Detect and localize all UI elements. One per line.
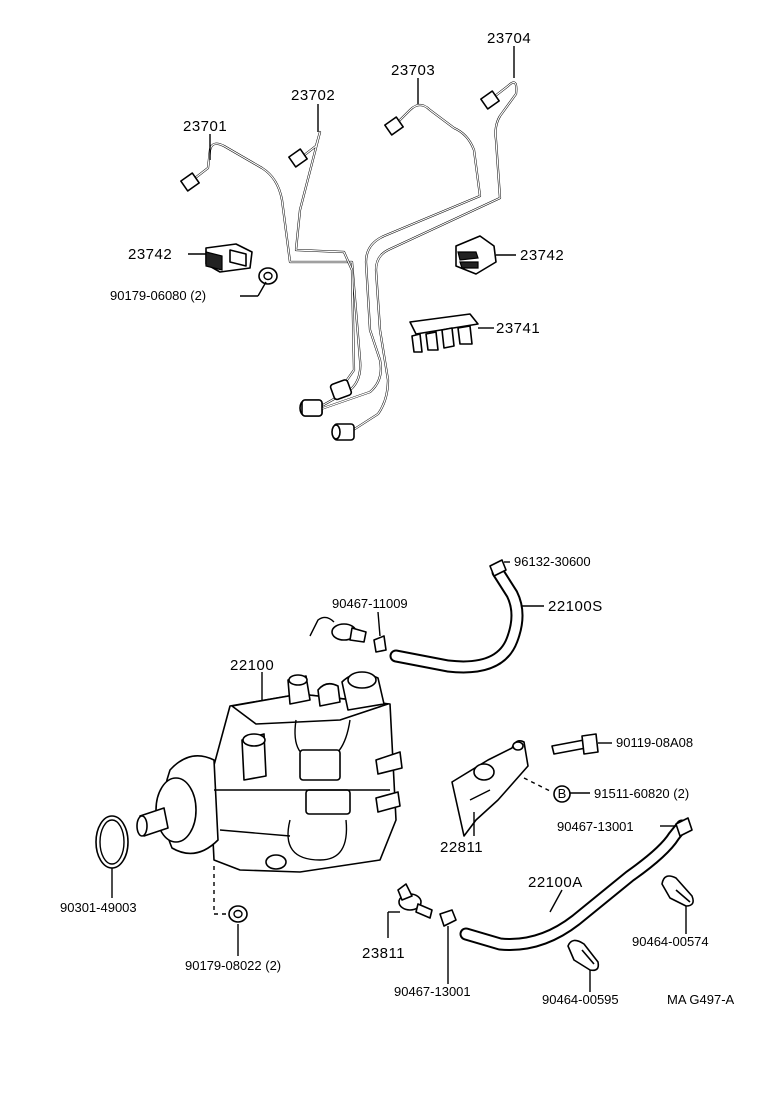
pipe-clamp-23741 xyxy=(409,313,479,353)
clip-90467-13001-lower xyxy=(439,909,457,927)
fuel-hose-22100S xyxy=(389,565,524,674)
clamp-nut-90179 xyxy=(258,267,278,285)
pipe-nut xyxy=(331,423,355,441)
injection-pipe-23702 xyxy=(288,130,356,401)
union-23811 xyxy=(397,883,433,919)
leader-lines-top xyxy=(188,46,516,329)
label-90119-08A08: 90119-08A08 xyxy=(616,735,693,750)
clip-90467-13001-upper xyxy=(675,817,693,837)
clamp-90464-00595 xyxy=(567,939,600,972)
label-91511-60820: 91511-60820 (2) xyxy=(594,786,689,801)
union-fitting xyxy=(309,616,367,643)
label-22100S: 22100S xyxy=(548,598,603,615)
label-23703: 23703 xyxy=(391,62,435,79)
label-90179-06080: 90179-06080 (2) xyxy=(110,288,206,303)
label-23811: 23811 xyxy=(362,945,405,962)
label-90467-13001-lower: 90467-13001 xyxy=(394,984,471,999)
leader-22100A xyxy=(549,889,563,913)
pipe-nut xyxy=(329,379,353,401)
nut-90179-08022 xyxy=(228,905,248,923)
label-23742-right: 23742 xyxy=(520,247,564,264)
label-23741: 23741 xyxy=(496,320,540,337)
marker-b-91511: B xyxy=(553,785,571,803)
label-22100: 22100 xyxy=(230,657,274,674)
dashed-locator-bolt xyxy=(523,777,553,793)
injection-pipe-23703 xyxy=(301,103,482,417)
pipe-nut xyxy=(301,399,323,417)
clamp-90464-00574 xyxy=(661,875,694,907)
label-22811: 22811 xyxy=(440,839,483,856)
label-90467-11009: 90467-11009 xyxy=(332,596,408,611)
pipe-clamp-23742-left xyxy=(205,243,253,273)
injection-pump-22100 xyxy=(136,671,403,873)
pipe-clamp-23742-right xyxy=(455,235,497,275)
label-90467-13001-upper: 90467-13001 xyxy=(557,819,634,834)
leader-lines-lower xyxy=(261,561,544,700)
fuel-hose-22100A xyxy=(459,819,689,951)
clip-90467-11009 xyxy=(373,635,387,653)
injection-pipe-23704 xyxy=(331,81,518,441)
label-96132-30600: 96132-30600 xyxy=(514,554,591,569)
label-23702: 23702 xyxy=(291,87,335,104)
label-23701: 23701 xyxy=(183,118,227,135)
bracket-22811 xyxy=(451,740,529,837)
hose-clip-96132 xyxy=(489,559,507,577)
o-ring-90301-49003 xyxy=(95,815,129,869)
marker-b-letter: B xyxy=(558,786,567,801)
dashed-locator-nut xyxy=(213,866,228,915)
label-90464-00574: 90464-00574 xyxy=(632,934,709,949)
diagram-reference-code: MA G497-A xyxy=(667,992,735,1007)
label-23704: 23704 xyxy=(487,30,531,47)
label-22100A: 22100A xyxy=(528,874,583,891)
label-90464-00595: 90464-00595 xyxy=(542,992,619,1007)
label-90179-08022: 90179-08022 (2) xyxy=(185,958,281,973)
bolt-90119-08A08 xyxy=(551,733,599,755)
label-23742-left: 23742 xyxy=(128,246,172,263)
label-90301-49003: 90301-49003 xyxy=(60,900,137,915)
